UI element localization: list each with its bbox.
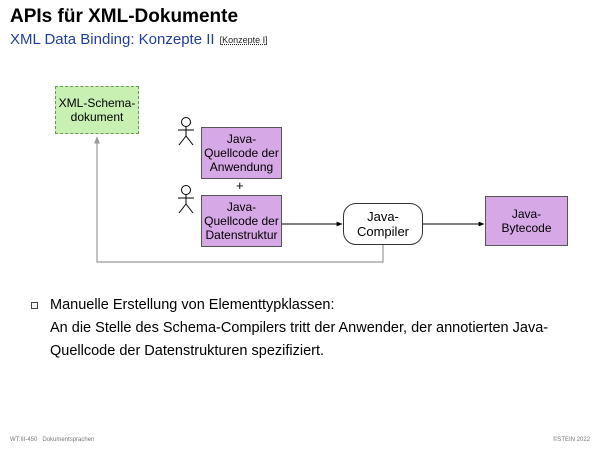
user-actor-icon [178,117,194,146]
konzepte-link[interactable]: Konzepte I [222,35,266,45]
square-bullet-icon [31,302,38,309]
slide-subtitle: XML Data Binding: Konzepte II [Konzepte I… [10,31,268,48]
footer-left: WT:III-450 Dokumentsprachen [10,437,94,443]
bullet-heading: Manuelle Erstellung von Elementtypklasse… [50,297,335,313]
java-bytecode-box: Java-Bytecode [485,196,568,246]
list-item: Manuelle Erstellung von Elementtypklasse… [28,294,588,363]
slide-title: APIs für XML-Dokumente [10,6,239,27]
plus-sign: + [236,178,244,193]
bullet-list: Manuelle Erstellung von Elementtypklasse… [28,294,588,363]
reference-link-group: [Konzepte I] [219,35,268,45]
footer-topic: Dokumentsprachen [42,437,95,443]
subtitle-text: XML Data Binding: Konzepte II [10,31,215,48]
java-compiler-box: Java-Compiler [343,203,423,245]
feedback-arrow [94,136,384,263]
xml-schema-document-box: XML-Schema-dokument [55,86,139,134]
slide-code: WT:III-450 [10,437,38,443]
footer-copyright: ©STEIN 2022 [552,437,590,443]
bullet-text: An die Stelle des Schema-Compilers tritt… [50,320,549,359]
developer-actor-icon [178,185,194,214]
